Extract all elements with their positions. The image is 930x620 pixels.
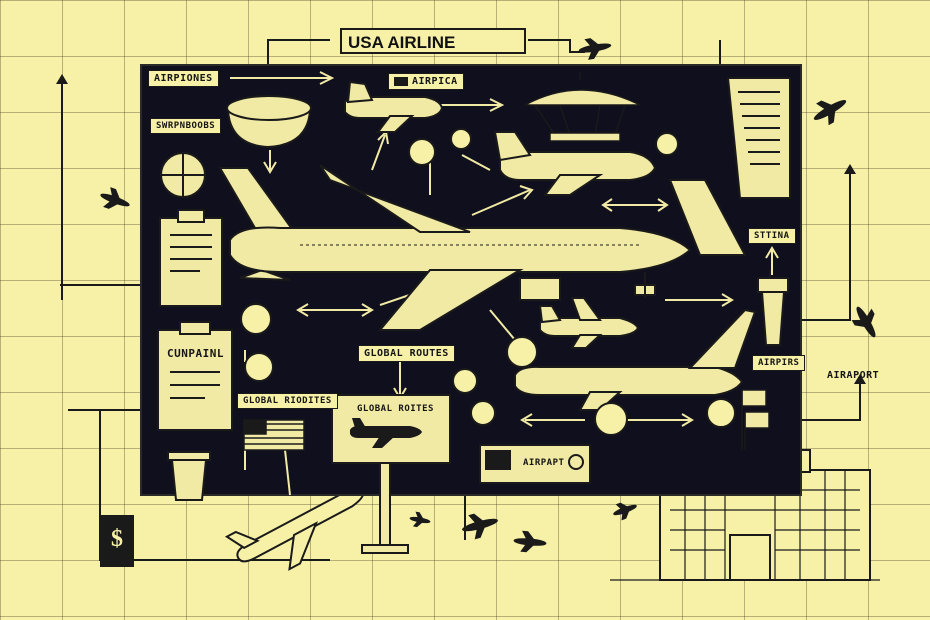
airplane-icon [851, 306, 876, 338]
document-panel [726, 77, 791, 199]
global-routes-left-label: GLOBAL RIODITES [237, 393, 338, 409]
right-tag-top: STTINA [748, 228, 796, 244]
dollar-sign: $ [111, 526, 123, 552]
globe-icon [594, 402, 628, 436]
dollar-icon: $ [100, 515, 134, 567]
globe-icon [506, 336, 538, 368]
globe-icon [240, 303, 272, 335]
right-tag-mid: AIRPIRS [752, 355, 806, 371]
airport-label: AIRAPORT [827, 370, 880, 381]
global-routes-sign [331, 394, 451, 554]
airport-card-label: AIRPAPT [523, 458, 565, 468]
airplane-icon [613, 502, 637, 521]
airplane-icon [409, 511, 431, 528]
trash-bin-icon [167, 451, 211, 501]
flag-icon [394, 76, 408, 86]
airplane-icon [514, 308, 757, 411]
airplane-icon [218, 164, 692, 331]
globe-icon [452, 368, 478, 394]
globe-icon [706, 398, 736, 428]
airplane-icon [813, 100, 847, 126]
globe-icon [450, 128, 472, 150]
airplane-icon [462, 513, 498, 540]
airplane-icon [538, 297, 640, 349]
globe-icon [655, 132, 679, 156]
airplane-icon [350, 418, 422, 448]
america-label-text: AIRPICA [412, 76, 458, 87]
airplane-icon [344, 80, 444, 133]
clipboard-icon [157, 321, 233, 431]
globe-icon [470, 400, 496, 426]
flag-icon [243, 419, 305, 451]
clipboard-icon [159, 209, 223, 307]
airplane-icon [493, 131, 657, 196]
globe-icon [408, 138, 436, 166]
globe-icon [160, 152, 206, 198]
airplanes-label: AIRPIONES [148, 70, 219, 87]
airplane-icon [513, 530, 547, 553]
subtitle-label: SWRPNBOOBS [150, 118, 222, 134]
bowl-icon [226, 95, 312, 149]
global-routes-sign-label: GLOBAL ROITES [357, 404, 434, 414]
airplane-icon [224, 488, 365, 571]
airplane-icon [100, 187, 130, 209]
america-label: AIRPICA [388, 73, 464, 90]
airplane-icon [578, 38, 612, 60]
globe-icon [244, 352, 274, 382]
page-title: USA AIRLINE [340, 28, 526, 54]
flag-icon [741, 389, 770, 450]
company-label: CUNPAINL [167, 347, 224, 360]
carousel-icon [524, 72, 641, 142]
airport-card [479, 444, 591, 484]
control-tower-icon [757, 270, 789, 346]
global-routes-label: GLOBAL ROUTES [358, 345, 455, 362]
